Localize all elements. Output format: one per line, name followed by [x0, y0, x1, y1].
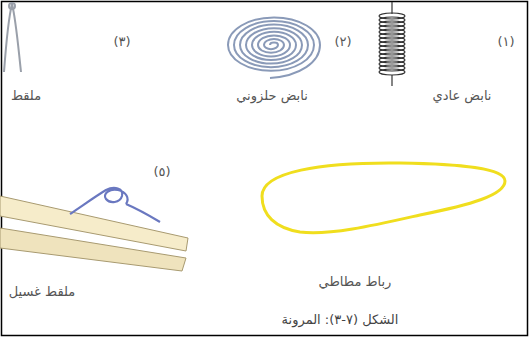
callout-number: (٥): [151, 164, 172, 180]
figure-caption: الشكل (٧-٣): المرونة: [280, 312, 401, 328]
part-label: نابض حلزوني: [234, 88, 310, 104]
part-label: ملقط غسيل: [7, 284, 77, 300]
part-label: نابض عادي: [431, 88, 494, 104]
rubber-band: [262, 163, 505, 233]
tweezers-drawing: [4, 3, 21, 72]
coil-spring: [379, 2, 405, 86]
clothes-peg: [0, 188, 188, 271]
spiral-spring: [228, 17, 320, 78]
callout-number: (٢): [332, 34, 353, 50]
callout-number: (٣): [111, 34, 132, 50]
callout-number: (١): [495, 34, 516, 50]
part-label: ملقط: [9, 88, 43, 104]
part-label: رباط مطاطي: [317, 274, 394, 290]
